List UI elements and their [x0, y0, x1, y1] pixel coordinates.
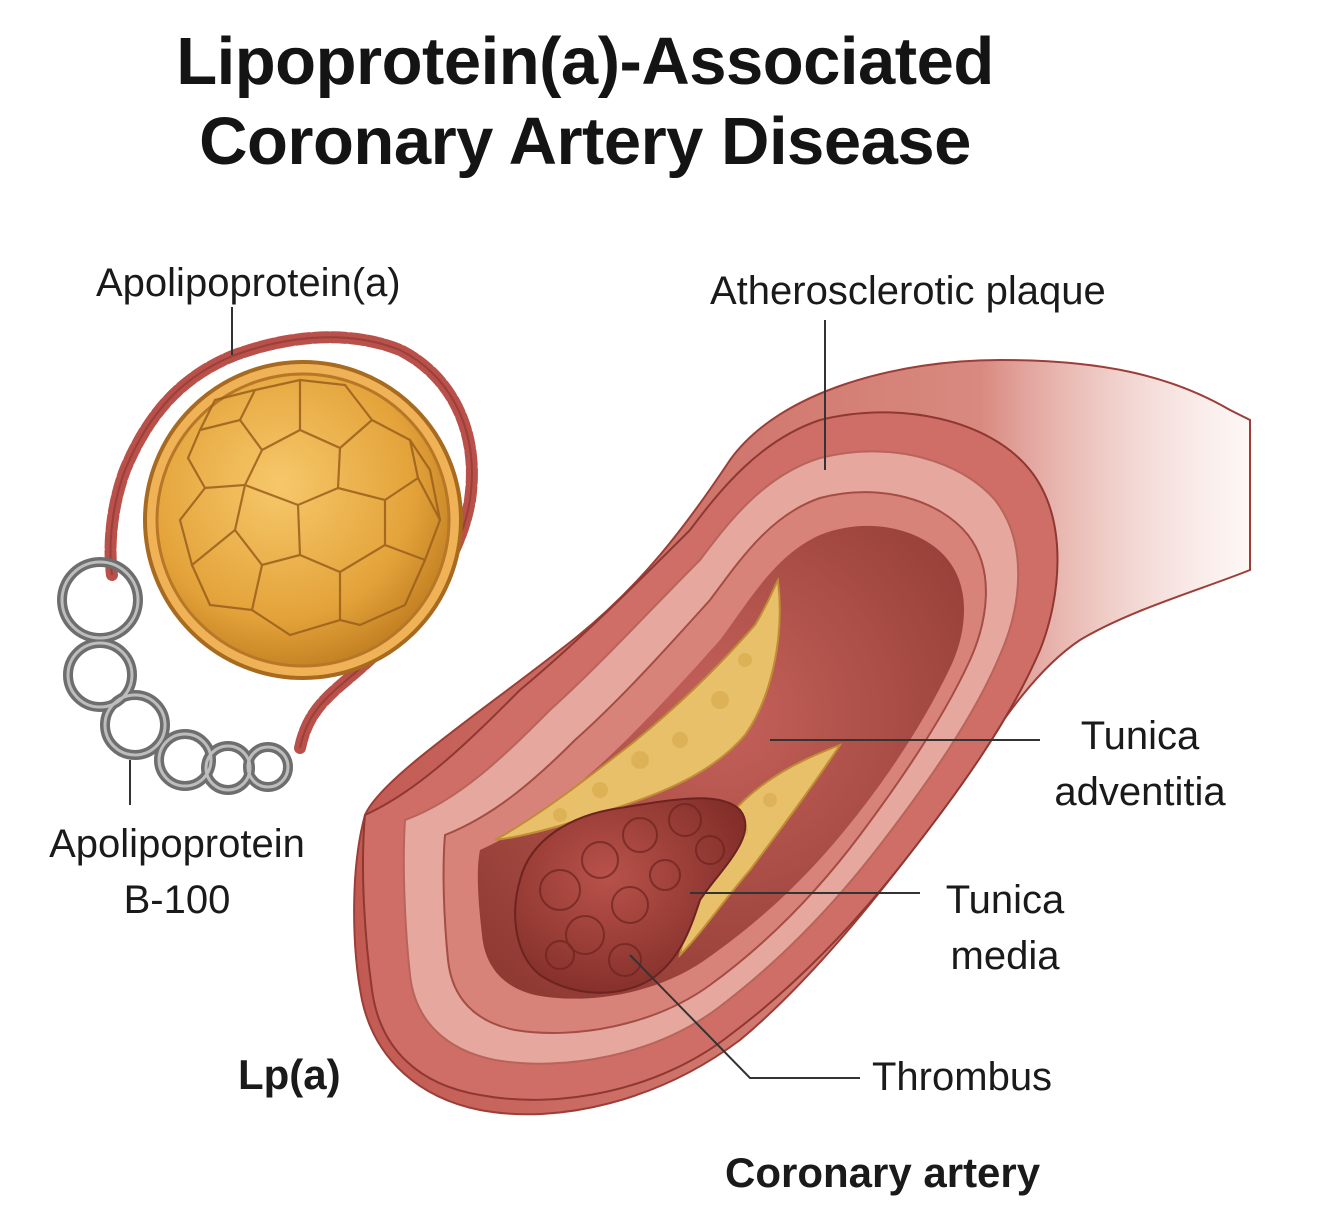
leader-thrombus — [629, 954, 860, 1079]
label-tunica-adventitia: Tunica adventitia — [1054, 714, 1226, 814]
label-atherosclerotic-plaque: Atherosclerotic plaque — [710, 269, 1106, 313]
label-tunica-media: Tunica media — [945, 878, 1065, 978]
label-lpa: Lp(a) — [238, 1051, 341, 1098]
page-title: Lipoprotein(a)-Associated Coronary Arter… — [0, 22, 1170, 182]
lpa-particle — [57, 307, 478, 805]
lipid-core — [143, 360, 463, 680]
label-thrombus: Thrombus — [872, 1055, 1053, 1099]
title-line-1: Lipoprotein(a)-Associated — [176, 24, 994, 99]
label-apolipoprotein-a: Apolipoprotein(a) — [96, 261, 401, 305]
label-coronary-artery: Coronary artery — [725, 1149, 1041, 1196]
label-apolipoprotein-b100: Apolipoprotein B-100 — [49, 822, 305, 922]
title-line-2: Coronary Artery Disease — [199, 104, 971, 179]
coronary-artery — [353, 320, 1251, 1116]
thrombus — [514, 797, 747, 994]
atherosclerotic-plaque — [494, 576, 781, 841]
